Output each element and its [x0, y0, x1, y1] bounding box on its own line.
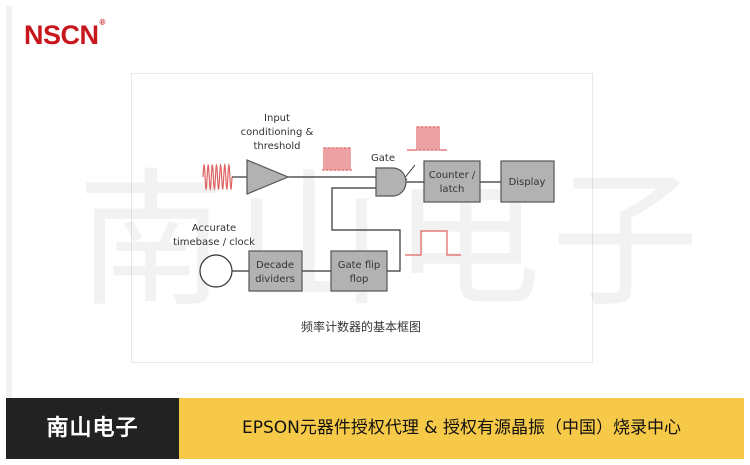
- display-block: [500, 160, 555, 203]
- footer-banner: 南山电子 EPSON元器件授权代理 & 授权有源晶振（中国）烧录中心: [6, 398, 744, 459]
- conditioned-square-wave: [322, 147, 352, 171]
- flipflop-label-line2: flop: [350, 274, 369, 285]
- gate-flip-flop-block: [330, 250, 388, 292]
- logo-text: NSCN: [24, 20, 99, 50]
- counter-label-line1: Counter /: [429, 170, 476, 181]
- footer-tagline: EPSON元器件授权代理 & 授权有源晶振（中国）烧录中心: [179, 398, 744, 459]
- amplifier-symbol: [246, 159, 290, 195]
- gated-pulse-wave: [407, 126, 447, 151]
- flipflop-label-line1: Gate flip: [338, 260, 381, 271]
- input-label-line3: threshold: [253, 141, 300, 152]
- input-label-line2: conditioning &: [241, 127, 314, 138]
- decade-label-line1: Decade: [256, 260, 294, 271]
- brand-logo: NSCN®: [24, 18, 106, 51]
- footer-brand: 南山电子: [6, 398, 179, 459]
- timebase-label-line1: Accurate: [192, 223, 236, 234]
- input-signal-wave: [202, 162, 233, 192]
- clock-oscillator-circle: [199, 254, 233, 288]
- diagram-panel: [131, 73, 593, 363]
- counter-latch-block: [423, 160, 481, 203]
- gate-control-pulse: [405, 230, 461, 256]
- diagram-caption: 频率计数器的基本框图: [301, 319, 421, 334]
- decade-dividers-block: [248, 250, 303, 292]
- gate-label: Gate: [371, 153, 395, 164]
- wire-flipflop-to-gate: [331, 187, 401, 272]
- and-gate-symbol: [375, 167, 407, 197]
- display-label: Display: [509, 177, 546, 188]
- counter-label-line2: latch: [440, 184, 465, 195]
- input-label-line1: Input: [264, 113, 290, 124]
- registered-mark: ®: [99, 18, 106, 27]
- decade-label-line2: dividers: [255, 274, 295, 285]
- timebase-label-line2: timebase / clock: [173, 237, 255, 248]
